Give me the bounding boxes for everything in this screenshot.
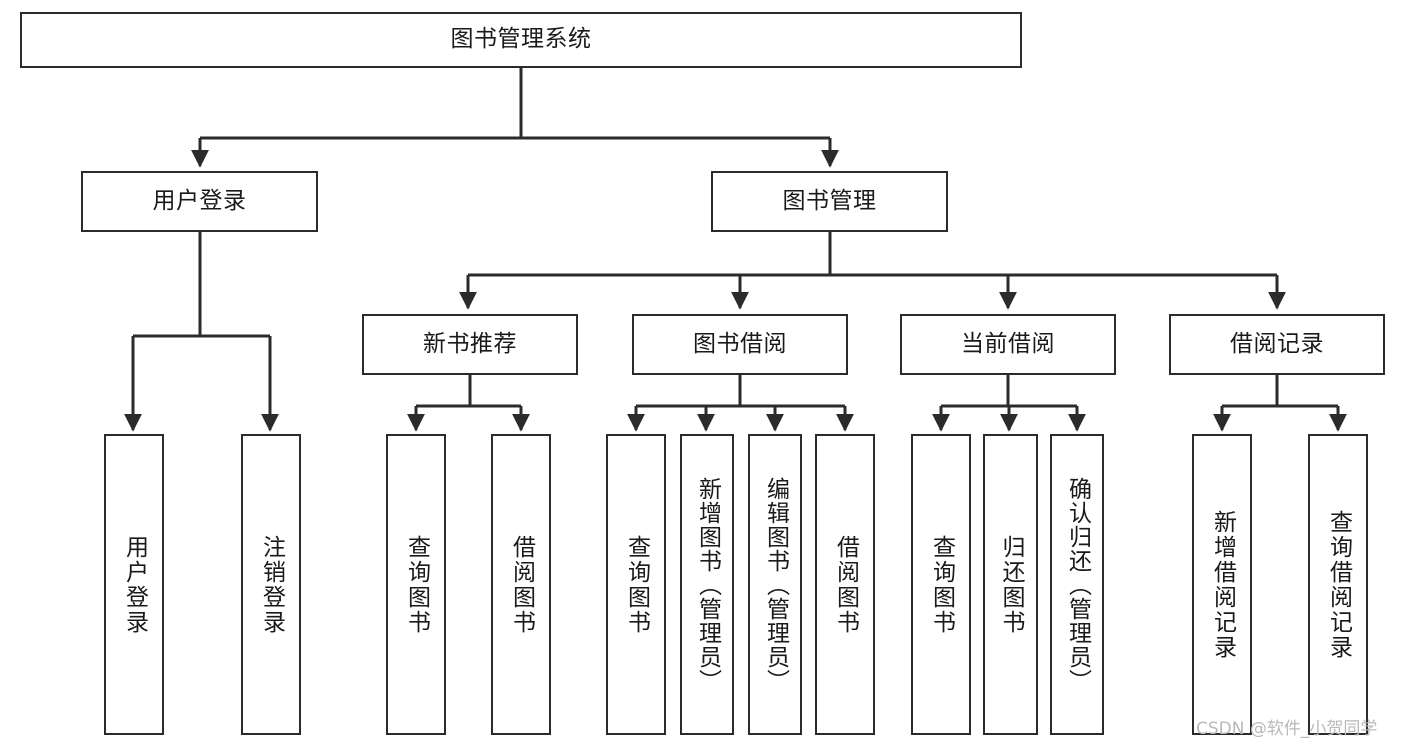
leaf-borrow-add-book[interactable]: 新增图书（管理员） <box>680 434 734 735</box>
leaf-records-add-record[interactable]: 新增借阅记录 <box>1192 434 1252 735</box>
node-root-label: 图书管理系统 <box>450 26 592 53</box>
node-book-management[interactable]: 图书管理 <box>711 171 948 232</box>
leaf-borrow-query-book[interactable]: 查询图书 <box>606 434 666 735</box>
node-borrow-records-label: 借阅记录 <box>1230 330 1324 357</box>
leaf-borrow-borrow-book-label: 借阅图书 <box>832 534 859 635</box>
leaf-user-logout[interactable]: 注销登录 <box>241 434 301 735</box>
leaf-records-add-record-label: 新增借阅记录 <box>1209 509 1236 660</box>
csdn-watermark: CSDN @软件_小贺同学 <box>1196 719 1378 739</box>
node-user-login-label: 用户登录 <box>152 187 247 214</box>
leaf-borrow-borrow-book[interactable]: 借阅图书 <box>815 434 875 735</box>
leaf-current-query-book-label: 查询图书 <box>928 534 955 635</box>
leaf-records-query-record[interactable]: 查询借阅记录 <box>1308 434 1368 735</box>
leaf-current-confirm-return[interactable]: 确认归还（管理员） <box>1050 434 1104 735</box>
node-new-book-recommend-label: 新书推荐 <box>423 330 517 357</box>
leaf-records-query-record-label: 查询借阅记录 <box>1325 509 1352 660</box>
leaf-user-login-label: 用户登录 <box>121 534 148 635</box>
node-user-login[interactable]: 用户登录 <box>81 171 318 232</box>
leaf-newbook-query-book-label: 查询图书 <box>403 534 430 635</box>
node-book-borrow[interactable]: 图书借阅 <box>632 314 848 375</box>
leaf-current-return-book-label: 归还图书 <box>998 534 1024 635</box>
node-current-borrow[interactable]: 当前借阅 <box>900 314 1116 375</box>
leaf-borrow-edit-book[interactable]: 编辑图书（管理员） <box>748 434 802 735</box>
leaf-current-return-book[interactable]: 归还图书 <box>983 434 1038 735</box>
node-borrow-records[interactable]: 借阅记录 <box>1169 314 1385 375</box>
leaf-borrow-query-book-label: 查询图书 <box>623 534 650 635</box>
leaf-borrow-edit-book-label: 编辑图书（管理员） <box>762 476 789 693</box>
leaf-newbook-query-book[interactable]: 查询图书 <box>386 434 446 735</box>
node-current-borrow-label: 当前借阅 <box>961 330 1055 357</box>
leaf-newbook-borrow-book[interactable]: 借阅图书 <box>491 434 551 735</box>
leaf-user-login[interactable]: 用户登录 <box>104 434 164 735</box>
leaf-current-confirm-return-label: 确认归还（管理员） <box>1064 476 1091 693</box>
leaf-newbook-borrow-book-label: 借阅图书 <box>508 534 535 635</box>
node-book-borrow-label: 图书借阅 <box>693 330 787 357</box>
leaf-user-logout-label: 注销登录 <box>258 534 285 635</box>
node-book-management-label: 图书管理 <box>782 187 877 214</box>
node-root[interactable]: 图书管理系统 <box>20 12 1022 68</box>
leaf-borrow-add-book-label: 新增图书（管理员） <box>694 476 721 693</box>
leaf-current-query-book[interactable]: 查询图书 <box>911 434 971 735</box>
node-new-book-recommend[interactable]: 新书推荐 <box>362 314 578 375</box>
